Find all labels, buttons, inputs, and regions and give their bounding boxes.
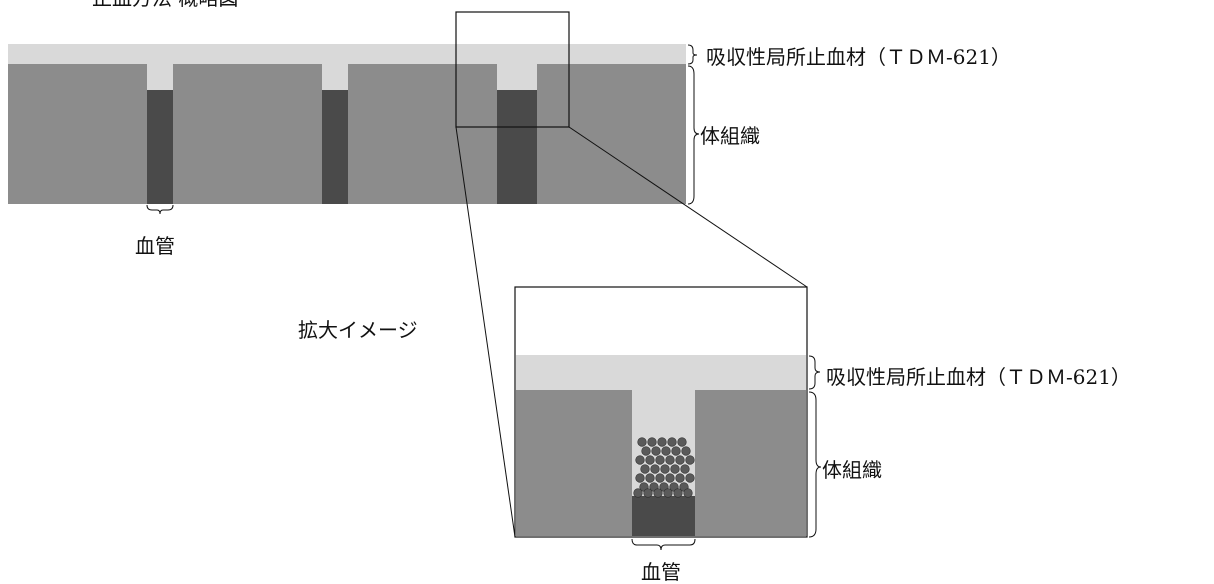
- top-vessel-brace: [146, 204, 174, 215]
- top-tissue-label: 体組織: [700, 124, 760, 148]
- zoom-tissue-brace: [808, 391, 822, 538]
- zoom-source-frame: [455, 11, 570, 128]
- blood-cell-particle: [681, 446, 691, 456]
- zoom-indicator: [455, 11, 808, 538]
- top-agent-plug-1: [147, 64, 173, 90]
- blood-cell-particle: [677, 437, 687, 447]
- top-vessel-2: [322, 90, 348, 204]
- diagram-header-fragment: 止血方法 概略図: [92, 0, 238, 8]
- blood-cell-particle: [647, 437, 657, 447]
- blood-cell-particle: [635, 455, 645, 465]
- top-vessel-label: 血管: [135, 234, 175, 258]
- blood-cell-particle: [675, 455, 685, 465]
- blood-cell-particle: [661, 446, 671, 456]
- blood-cell-particle: [655, 473, 665, 483]
- top-agent-plug-2: [322, 64, 348, 90]
- zoom-line-right: [568, 126, 808, 288]
- blood-cell-particle: [680, 464, 690, 474]
- zoom-section: [514, 286, 822, 551]
- blood-cell-particle: [673, 488, 683, 498]
- blood-cell-particle: [671, 446, 681, 456]
- blood-cell-particle: [655, 455, 665, 465]
- blood-cell-particle: [665, 473, 675, 483]
- top-tissue-brace: [687, 65, 700, 205]
- blood-cell-particle: [665, 455, 675, 465]
- zoom-agent-layer: [516, 355, 806, 390]
- zoom-agent-label: 吸収性局所止血材（ＴＤＭ-621）: [826, 365, 1131, 389]
- zoom-vessel-label: 血管: [641, 560, 681, 584]
- zoom-vessel-brace: [631, 538, 696, 551]
- zoom-frame: [514, 286, 808, 538]
- blood-cell-particle: [641, 446, 651, 456]
- zoom-tissue-label: 体組織: [822, 458, 882, 482]
- blood-cell-particle: [633, 488, 643, 498]
- blood-cell-particle: [683, 488, 693, 498]
- top-agent-plug-3: [497, 64, 537, 90]
- top-agent-label: 吸収性局所止血材（ＴＤＭ-621）: [706, 45, 1011, 69]
- zoom-agent-brace: [808, 355, 821, 390]
- blood-cell-particle: [675, 473, 685, 483]
- top-agent-brace: [687, 44, 698, 65]
- zoom-label: 拡大イメージ: [298, 318, 418, 342]
- blood-cell-particle: [645, 455, 655, 465]
- blood-cell-particle: [650, 464, 660, 474]
- blood-cell-particle: [645, 473, 655, 483]
- blood-cell-cluster: [633, 437, 695, 498]
- blood-cell-particle: [653, 488, 663, 498]
- top-agent-layer: [8, 44, 686, 64]
- blood-cell-particle: [667, 437, 677, 447]
- blood-cell-particle: [685, 455, 695, 465]
- zoom-vessel: [632, 496, 695, 536]
- blood-cell-particle: [657, 437, 667, 447]
- blood-cell-particle: [640, 464, 650, 474]
- blood-cell-particle: [660, 464, 670, 474]
- blood-cell-particle: [663, 488, 673, 498]
- blood-cell-particle: [670, 464, 680, 474]
- top-cross-section: [8, 44, 700, 215]
- top-vessel-1: [147, 90, 173, 204]
- zoom-line-left: [455, 126, 516, 538]
- blood-cell-particle: [651, 446, 661, 456]
- blood-cell-particle: [685, 473, 695, 483]
- top-vessel-3: [497, 90, 537, 204]
- blood-cell-particle: [643, 488, 653, 498]
- blood-cell-particle: [635, 473, 645, 483]
- blood-cell-particle: [637, 437, 647, 447]
